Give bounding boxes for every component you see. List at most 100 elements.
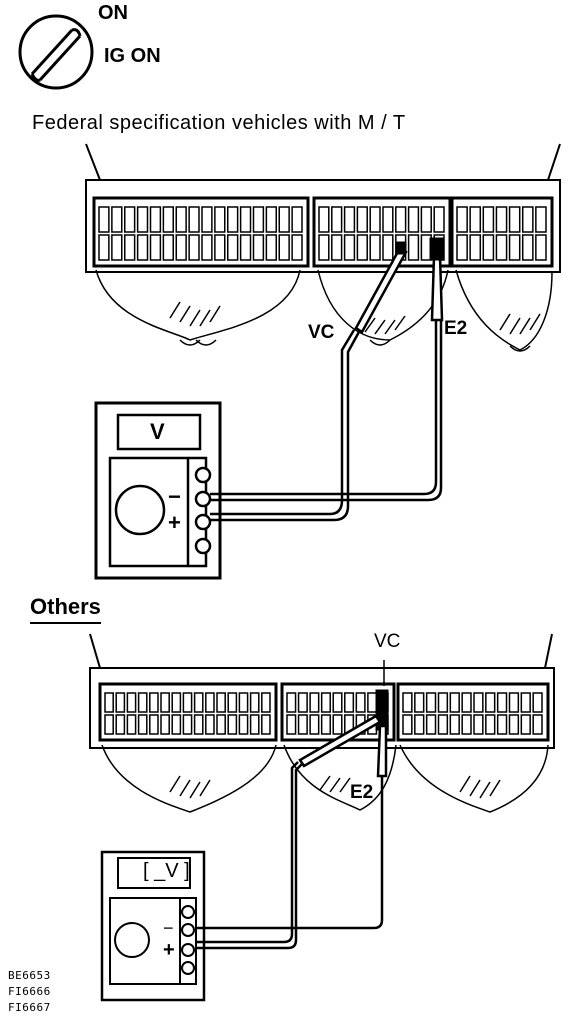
connector-pin: [227, 714, 238, 735]
connector-pin: [297, 692, 308, 713]
connector-pin: [331, 234, 343, 261]
voltmeter-bottom: [100, 850, 206, 1002]
connector-pin: [111, 206, 123, 233]
connector-pin: [508, 692, 520, 713]
connector-pin: [332, 692, 343, 713]
connector-pin: [188, 206, 200, 233]
connector-pin: [344, 692, 355, 713]
connector-pin: [291, 234, 303, 261]
connector-pin: [469, 234, 482, 261]
connector-pin: [456, 234, 468, 261]
connector-pin: [414, 692, 425, 713]
connector-pin: [382, 234, 394, 261]
connector-pin: [482, 206, 495, 233]
connector-pin: [227, 692, 238, 713]
connector-pin: [320, 714, 331, 735]
connector-pin: [473, 714, 484, 735]
connector-pin: [407, 206, 420, 233]
figure-code: FI6666: [8, 985, 51, 998]
connector-pin: [126, 692, 137, 713]
connector-pin: [449, 692, 460, 713]
connector-pin: [249, 714, 260, 735]
ignition-key-icon: [18, 14, 94, 90]
connector-pin: [495, 206, 508, 233]
terminal-e2-bottom: E2: [350, 782, 374, 803]
connector-pin: [104, 714, 114, 735]
connector-pin: [407, 234, 420, 261]
connector-pin: [137, 714, 148, 735]
connector-pin: [332, 714, 343, 735]
connector-pin: [425, 714, 437, 735]
terminal-e2-top: E2: [444, 318, 468, 339]
voltmeter-top: [94, 401, 222, 580]
connector-pin: [433, 206, 445, 233]
meter-minus-top: −: [168, 484, 181, 509]
meter-plus-top: +: [168, 510, 181, 535]
connector-pin: [425, 692, 437, 713]
connector-pin: [318, 234, 330, 261]
connector-pin: [205, 692, 215, 713]
connector-pin: [532, 692, 543, 713]
connector-pin: [201, 234, 213, 261]
connector-pin: [461, 692, 472, 713]
connector-pin: [124, 234, 136, 261]
connector-pin: [318, 206, 330, 233]
connector-pin: [356, 234, 368, 261]
connector-pin: [343, 206, 356, 233]
test-leads-top: [210, 320, 443, 522]
connector-pin: [252, 234, 265, 261]
connector-pin: [369, 206, 381, 233]
ignition-on-label: ON: [98, 2, 128, 24]
connector-pin: [136, 206, 149, 233]
connector-pin: [331, 206, 343, 233]
connector-pin: [126, 714, 137, 735]
connector-pin: [193, 714, 204, 735]
ignition-ig-on-label: IG ON: [104, 45, 161, 67]
connector-pin: [520, 714, 531, 735]
connector-pin: [136, 234, 149, 261]
connector-pin: [149, 234, 162, 261]
connector-pin: [521, 234, 534, 261]
caption-federal: Federal specification vehicles with M / …: [32, 112, 406, 134]
connector-pin: [343, 234, 356, 261]
connector-pin: [520, 692, 531, 713]
connector-pin: [261, 692, 271, 713]
connector-pin: [355, 692, 366, 713]
connector-pin: [461, 714, 472, 735]
connector-pin: [124, 206, 136, 233]
connector-pin: [278, 206, 290, 233]
connector-pin: [469, 206, 482, 233]
connector-pin: [214, 206, 226, 233]
connector-pin: [508, 714, 520, 735]
meter-plus-bottom: +: [163, 939, 175, 961]
connector-pin: [193, 692, 204, 713]
connector-pin: [286, 692, 297, 713]
connector-pin: [249, 692, 260, 713]
connector-pin: [278, 234, 290, 261]
connector-pin: [162, 206, 174, 233]
terminal-vc-bottom: VC: [374, 631, 401, 652]
figure-code: BE6653: [8, 969, 51, 982]
connector-pin: [437, 714, 449, 735]
connector-pin: [104, 692, 114, 713]
connector-pin: [297, 714, 308, 735]
connector-pin: [137, 692, 148, 713]
connector-pin: [252, 206, 265, 233]
figure-code: FI6667: [8, 1001, 51, 1014]
connector-pin: [115, 714, 126, 735]
test-probes-top: [354, 237, 445, 334]
connector-pin: [496, 714, 508, 735]
connector-pin: [239, 234, 252, 261]
test-probes-bottom: [298, 660, 389, 778]
connector-block: [396, 682, 550, 742]
connector-block: [92, 196, 310, 268]
ecu-connector-bottom: [89, 633, 555, 813]
connector-pin: [508, 234, 521, 261]
meter-display-bottom: [ _V ]: [143, 860, 190, 882]
connector-pin: [456, 206, 468, 233]
connector-pin: [367, 692, 378, 713]
connector-pin: [521, 206, 534, 233]
connector-pin: [182, 714, 193, 735]
connector-pin: [395, 206, 407, 233]
